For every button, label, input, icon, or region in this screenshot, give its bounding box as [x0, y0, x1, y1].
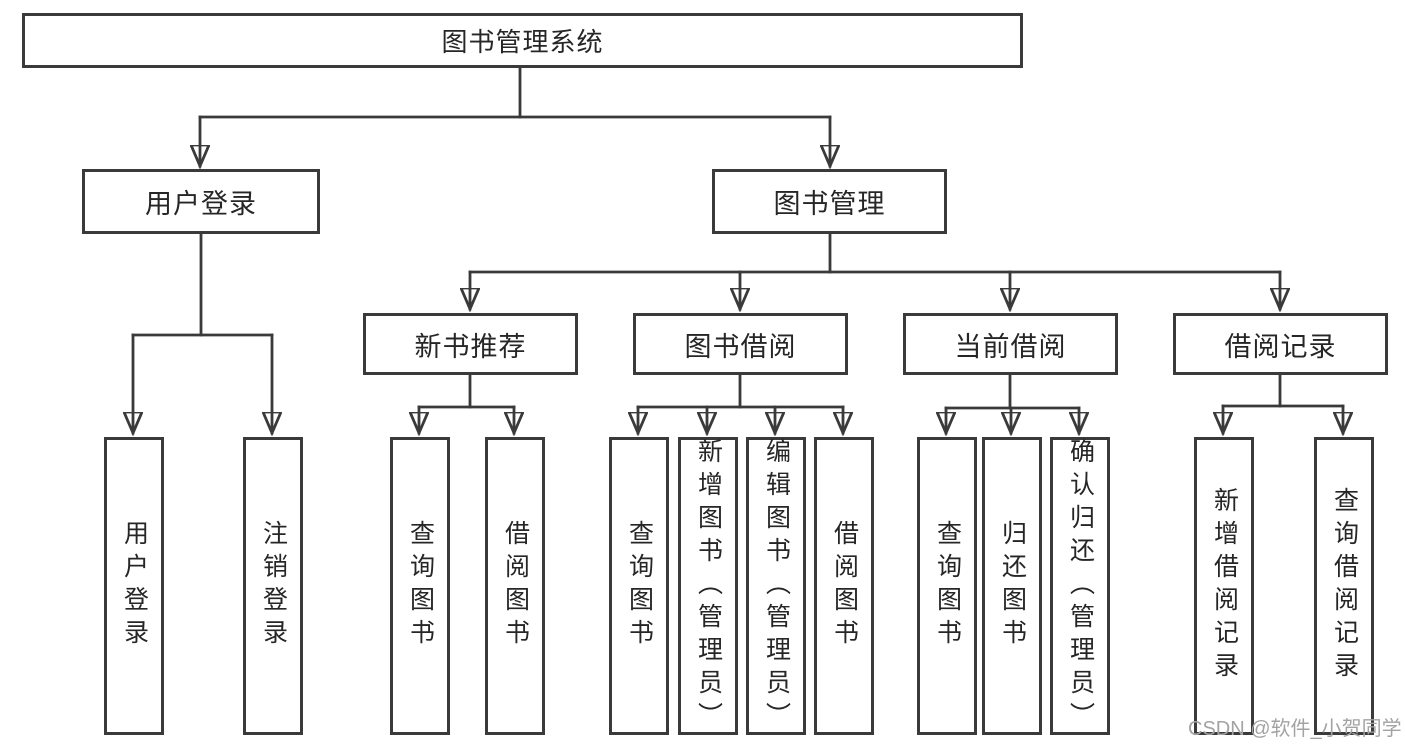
- node-book-borrowing: 图书借阅: [633, 313, 848, 375]
- node-borrow-records-label: 借阅记录: [1224, 331, 1337, 362]
- node-new-book-recommend: 新书推荐: [363, 313, 578, 375]
- leaf-rec-borrow-book-label: 借阅图书: [501, 520, 530, 652]
- leaf-confirm-return-admin: 确认归还（管理员）: [1050, 437, 1110, 735]
- leaf-add-borrow-record: 新增借阅记录: [1194, 437, 1254, 735]
- node-current-borrowing: 当前借阅: [903, 313, 1118, 375]
- leaf-borrow-search-book: 查询图书: [609, 437, 669, 735]
- leaf-add-book-admin: 新增图书（管理员）: [678, 437, 738, 735]
- leaf-add-book-admin-label: 新增图书（管理员）: [694, 437, 723, 735]
- node-current-borrowing-label: 当前借阅: [954, 331, 1067, 362]
- leaf-logout: 注销登录: [243, 437, 303, 735]
- leaf-current-search-book: 查询图书: [917, 437, 977, 735]
- leaf-user-login-label: 用户登录: [120, 520, 149, 652]
- leaf-user-login: 用户登录: [104, 437, 164, 735]
- leaf-confirm-return-admin-label: 确认归还（管理员）: [1066, 437, 1095, 735]
- node-user-login-label: 用户登录: [145, 189, 257, 219]
- leaf-edit-book-admin: 编辑图书（管理员）: [746, 437, 806, 735]
- node-user-login: 用户登录: [82, 169, 320, 234]
- node-root-system: 图书管理系统: [22, 13, 1023, 68]
- leaf-rec-search-book-label: 查询图书: [406, 520, 435, 652]
- leaf-current-search-book-label: 查询图书: [933, 520, 962, 652]
- node-book-management-label: 图书管理: [773, 189, 886, 219]
- leaf-logout-label: 注销登录: [259, 520, 288, 652]
- leaf-edit-book-admin-label: 编辑图书（管理员）: [762, 437, 791, 735]
- watermark: CSDN @软件_小贺同学: [1188, 718, 1402, 740]
- node-borrow-records: 借阅记录: [1173, 313, 1388, 375]
- leaf-borrow-book-label: 借阅图书: [830, 520, 859, 652]
- leaf-borrow-search-book-label: 查询图书: [625, 520, 654, 652]
- leaf-rec-borrow-book: 借阅图书: [485, 437, 545, 735]
- node-new-book-recommend-label: 新书推荐: [414, 331, 527, 362]
- node-root-label: 图书管理系统: [441, 27, 604, 57]
- leaf-rec-search-book: 查询图书: [390, 437, 450, 735]
- leaf-search-borrow-record-label: 查询借阅记录: [1330, 487, 1359, 685]
- leaf-search-borrow-record: 查询借阅记录: [1314, 437, 1374, 735]
- leaf-borrow-book: 借阅图书: [814, 437, 874, 735]
- leaf-add-borrow-record-label: 新增借阅记录: [1210, 487, 1239, 685]
- node-book-management: 图书管理: [712, 169, 947, 234]
- node-book-borrowing-label: 图书借阅: [684, 331, 797, 362]
- leaf-return-book: 归还图书: [982, 437, 1042, 735]
- leaf-return-book-label: 归还图书: [998, 520, 1027, 652]
